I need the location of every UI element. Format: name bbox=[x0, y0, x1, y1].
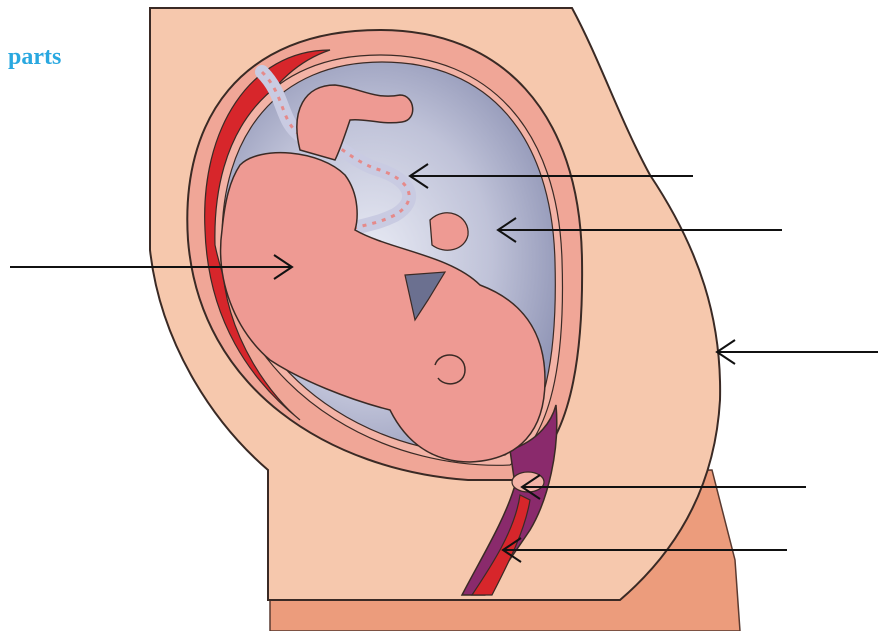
fetus-hand bbox=[430, 213, 468, 250]
arrow-uterus bbox=[717, 340, 878, 364]
